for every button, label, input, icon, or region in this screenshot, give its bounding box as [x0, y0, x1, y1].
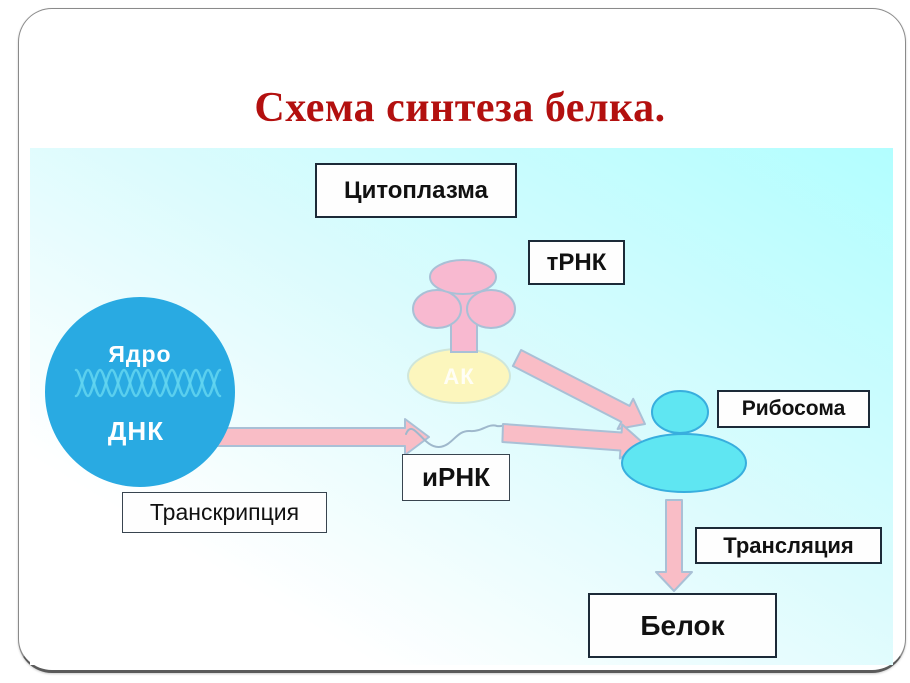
dna-label: ДНК	[107, 416, 165, 446]
ribosome-large-subunit	[621, 433, 747, 493]
dna-helix-strand-2	[74, 368, 222, 398]
ribosome-small-subunit	[651, 390, 709, 434]
slide-title: Схема синтеза белка.	[254, 85, 666, 131]
translation-label-box: Трансляция	[695, 527, 882, 564]
arrow-trna-to-ribosome	[511, 349, 646, 430]
amino-acid-label: АК	[443, 364, 475, 389]
mrna-label-box: иРНК	[402, 454, 510, 501]
mrna-wavy-line	[405, 424, 509, 449]
trna-label-box: тРНК	[528, 240, 625, 285]
transcription-label-box: Транскрипция	[122, 492, 327, 533]
nucleus-label: Ядро	[108, 341, 172, 367]
cytoplasm-label-box: Цитоплазма	[315, 163, 517, 218]
dna-helix-strand-1	[74, 368, 222, 398]
arrow-mrna-to-ribosome	[501, 423, 644, 460]
trna-top-lobe	[429, 259, 497, 295]
protein-label-box: Белок	[588, 593, 777, 658]
trna-left-lobe	[412, 289, 462, 329]
arrow-translation	[655, 499, 693, 592]
arrow-transcription	[209, 418, 430, 456]
ribosome-label-box: Рибосома	[717, 390, 870, 428]
trna-right-lobe	[466, 289, 516, 329]
